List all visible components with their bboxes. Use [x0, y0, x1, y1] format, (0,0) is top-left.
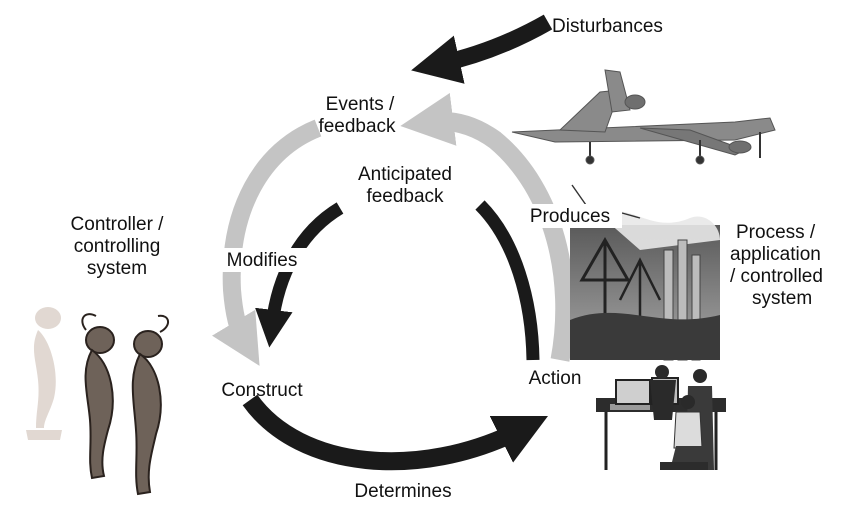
controller-label-line2: controlling: [74, 236, 161, 257]
factory-icon: [570, 211, 720, 361]
process-label-line2: application: [730, 244, 821, 265]
feedback-arrow-right: [400, 92, 575, 362]
anticipated-feedback-label-line1: Anticipated: [358, 164, 452, 185]
produces-connector-airplane: [571, 184, 587, 206]
produces-label: Produces: [530, 206, 610, 227]
modifies-label-background: [214, 248, 310, 272]
disturbances-arrow: [411, 14, 553, 84]
modifies-label: Modifies: [227, 250, 298, 271]
determines-arrow: [242, 394, 549, 471]
controller-label-line3: system: [87, 258, 147, 279]
airplane-icon: [511, 69, 776, 165]
process-label-line3: / controlled: [730, 266, 823, 287]
construct-label: Construct: [221, 380, 303, 401]
operators-at-computer-icon: [596, 365, 726, 470]
action-label: Action: [529, 368, 582, 389]
thinking-people-icon: [26, 307, 169, 496]
produces-label-background: [518, 204, 622, 228]
disturbances-label: Disturbances: [552, 16, 663, 37]
controller-label-line1: Controller /: [71, 214, 165, 235]
process-label-line4: system: [752, 288, 812, 309]
produces-connector-factory: [621, 212, 641, 219]
events-feedback-label-line2: feedback: [318, 116, 396, 137]
action-to-anticipated-arrow: [475, 200, 540, 361]
determines-label: Determines: [354, 481, 451, 502]
events-feedback-label-line1: Events /: [326, 94, 395, 115]
anticipated-feedback-label-line2: feedback: [366, 186, 444, 207]
process-label-line1: Process /: [736, 222, 816, 243]
